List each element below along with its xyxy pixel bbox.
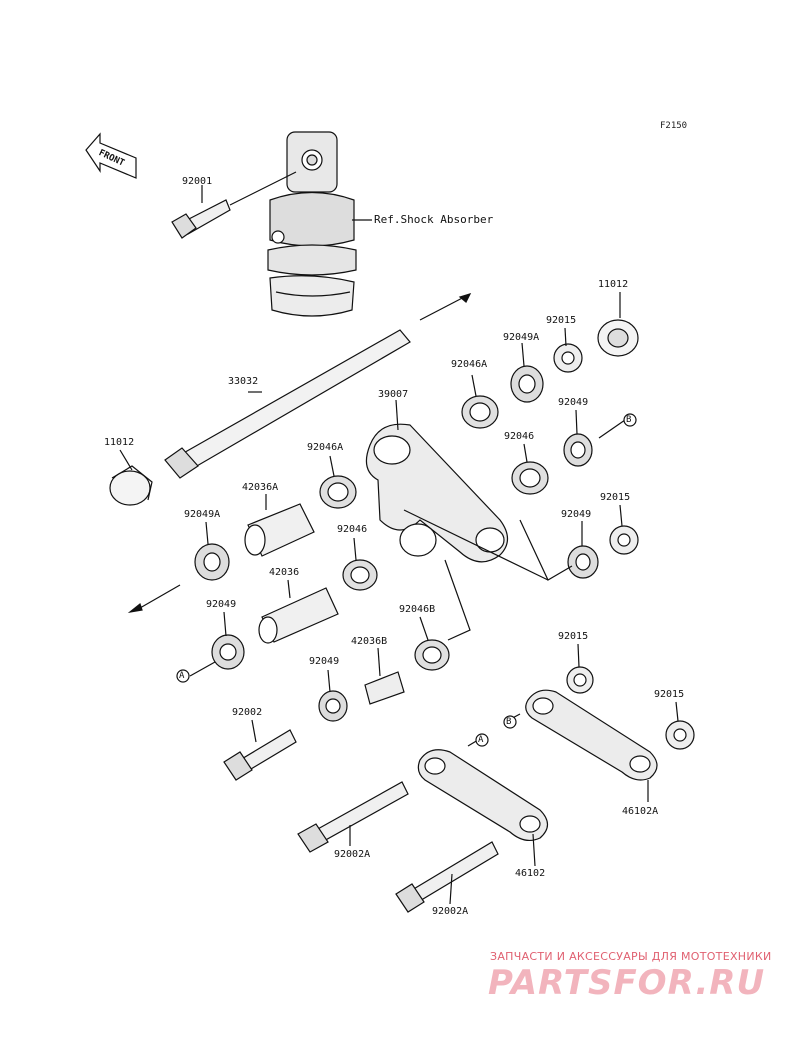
marker-a-mid-letter: A bbox=[478, 735, 484, 745]
watermark-logo: PARTSFOR.RU bbox=[488, 963, 766, 1003]
callout-42036A: 42036A bbox=[242, 482, 279, 493]
callout-92046-mid: 92046 bbox=[337, 524, 368, 535]
watermark-tagline: ЗАПЧАСТИ И АКСЕССУАРЫ ДЛЯ МОТОТЕХНИКИ bbox=[490, 950, 772, 963]
callout-33032: 33032 bbox=[228, 376, 259, 387]
shock-absorber bbox=[267, 131, 357, 317]
callout-39007: 39007 bbox=[378, 389, 409, 400]
callout-11012-right: 11012 bbox=[598, 279, 629, 290]
nut-92015-b bbox=[609, 525, 639, 555]
callout-92049-left: 92049 bbox=[206, 599, 237, 610]
cap-11012-right bbox=[597, 319, 639, 357]
marker-b-mid-letter: B bbox=[506, 717, 512, 727]
callout-92049A-right: 92049A bbox=[503, 332, 540, 343]
shaft-33032 bbox=[164, 329, 411, 479]
callout-92049-c: 92049 bbox=[561, 509, 592, 520]
callout-92049A-left: 92049A bbox=[184, 509, 221, 520]
marker-b-top-letter: B bbox=[626, 415, 632, 425]
callout-92049-b: 92049 bbox=[558, 397, 589, 408]
callout-92002A-a: 92002A bbox=[334, 849, 371, 860]
figure-code: F2150 bbox=[660, 121, 688, 131]
collar-42036B bbox=[364, 671, 405, 705]
callout-92015-a: 92015 bbox=[546, 315, 577, 326]
callout-92015-c: 92015 bbox=[558, 631, 589, 642]
cap-11012-left bbox=[109, 465, 153, 506]
bolt-92002A-b bbox=[395, 841, 499, 913]
seal-92049A-left bbox=[194, 543, 230, 581]
marker-a-left-letter: A bbox=[179, 671, 185, 681]
seal-92049-left bbox=[211, 634, 245, 670]
collar-42036A bbox=[244, 503, 315, 557]
front-arrow: FRONT bbox=[85, 132, 137, 179]
bearing-92046-mid bbox=[342, 559, 378, 591]
seal-92049-b bbox=[563, 433, 593, 467]
callout-92002: 92002 bbox=[232, 707, 263, 718]
callout-92015-d: 92015 bbox=[654, 689, 685, 700]
ref-shock-absorber-label: Ref.Shock Absorber bbox=[374, 213, 494, 226]
callout-46102: 46102 bbox=[515, 868, 546, 879]
callout-46102A: 46102A bbox=[622, 806, 659, 817]
callout-92001: 92001 bbox=[182, 176, 213, 187]
tie-rod-46102A bbox=[525, 689, 658, 781]
nut-92015-a bbox=[553, 343, 583, 373]
bolt-92001 bbox=[171, 171, 297, 239]
callout-92046-right: 92046 bbox=[504, 431, 535, 442]
seal-92049-c bbox=[567, 545, 599, 579]
callout-92002A-b: 92002A bbox=[432, 906, 469, 917]
bearing-92046A-mid bbox=[319, 475, 357, 509]
callout-42036B: 42036B bbox=[351, 636, 388, 647]
bearing-92046A-right bbox=[461, 395, 499, 429]
callout-92046A-mid: 92046A bbox=[307, 442, 344, 453]
marker-a-mid bbox=[475, 733, 489, 747]
callout-92046A-right: 92046A bbox=[451, 359, 488, 370]
seal-92049-low bbox=[318, 690, 348, 722]
marker-a-left bbox=[176, 669, 190, 683]
bolt-92002A-a bbox=[297, 781, 409, 853]
callout-42036: 42036 bbox=[269, 567, 300, 578]
callout-92046B: 92046B bbox=[399, 604, 436, 615]
callout-92049-low: 92049 bbox=[309, 656, 340, 667]
leader-lines bbox=[119, 292, 679, 905]
nut-92015-d bbox=[665, 720, 695, 750]
seal-92049A-right bbox=[510, 365, 544, 403]
tie-rod-46102 bbox=[417, 749, 549, 842]
callout-92015-b: 92015 bbox=[600, 492, 631, 503]
collar-42036 bbox=[258, 587, 339, 644]
callout-11012-left: 11012 bbox=[104, 437, 135, 448]
rocker-arm-39007 bbox=[365, 423, 509, 563]
bolt-92002 bbox=[223, 729, 297, 781]
nut-92015-c bbox=[566, 666, 594, 694]
marker-b-mid bbox=[503, 715, 517, 729]
bearing-92046B bbox=[414, 639, 450, 671]
marker-b-top bbox=[623, 413, 637, 427]
bearing-92046-right bbox=[511, 461, 549, 495]
